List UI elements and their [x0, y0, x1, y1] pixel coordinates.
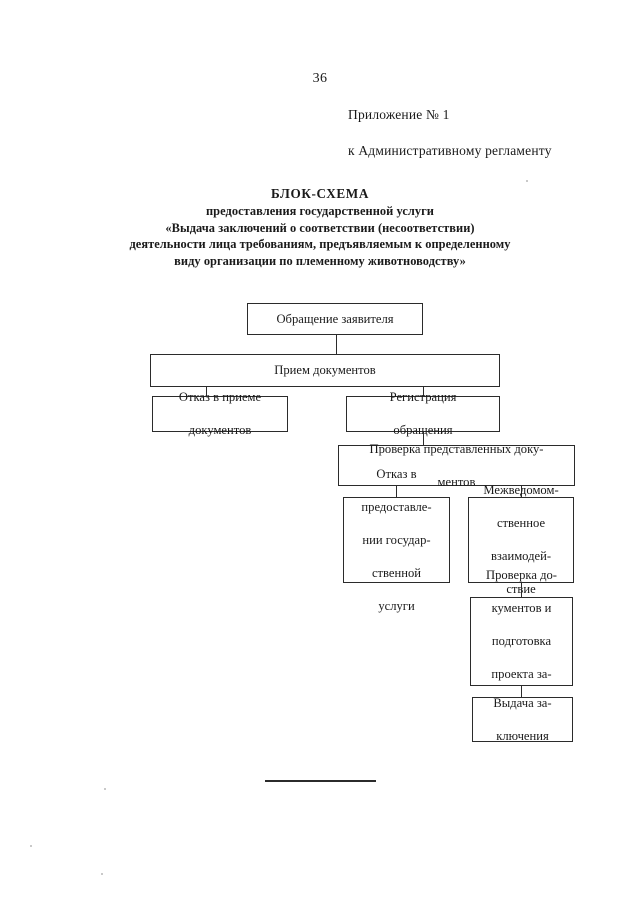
connector-n7-n8 — [521, 583, 522, 597]
scan-speckle — [526, 180, 528, 182]
scan-speckle — [101, 873, 103, 875]
page-number: 36 — [312, 71, 328, 86]
connector-n5-n7 — [521, 486, 522, 497]
flow-node-line: предоставле- — [361, 499, 432, 514]
flow-node-line: Проверка до- — [485, 568, 557, 583]
flow-node-label: Отказ в предоставле- нии государ- ственн… — [347, 466, 446, 615]
flow-node-line: Проверка представленных доку- — [369, 441, 544, 456]
flow-node-line: взаимодей- — [490, 549, 552, 564]
connector-n1-n2 — [336, 335, 337, 354]
flow-node-otkaz-v-prieme-dokumentov: Отказ в приеме документов — [152, 390, 288, 437]
bottom-separator-rule — [265, 780, 376, 782]
title-line-3: деятельности лица требованиям, предъявля… — [129, 237, 511, 252]
flow-node-line: ственной — [371, 565, 422, 580]
flow-node-proverka-dokumentov-i-podgotovka: Проверка до- кументов и подготовка проек… — [470, 568, 573, 714]
flow-node-line: Отказ в — [376, 466, 417, 481]
flow-node-mezhvedomstvennoe-vzaimodeystvie: Межведомом- ственное взаимодей- ствие — [468, 483, 574, 596]
flow-node-line: обращения — [393, 423, 453, 438]
flow-node-line: Межведомом- — [483, 483, 559, 498]
flow-node-label: Обращение заявителя — [276, 311, 394, 326]
title-line-4: виду организации по племенному животново… — [174, 254, 466, 269]
flow-node-line: ственное — [496, 516, 546, 531]
flow-node-proverka-predstavlennyh-dokumentov: Проверка представленных доку- ментов — [338, 442, 575, 489]
flow-node-line: услуги — [378, 598, 415, 613]
flow-node-line: проекта за- — [491, 667, 552, 682]
flow-node-label: Регистрация обращения — [350, 389, 496, 439]
page-title: БЛОК-СХЕМА предоставления государственно… — [0, 186, 640, 270]
appendix-regulation-line: к Административному регламенту — [348, 143, 552, 158]
scan-speckle — [104, 788, 106, 790]
connector-n4-n5 — [423, 432, 424, 445]
flow-node-line: подготовка — [491, 634, 552, 649]
title-line-1: предоставления государственной услуги — [205, 203, 434, 218]
flow-node-label: Прием документов — [274, 363, 376, 378]
connector-n8-n9 — [521, 686, 522, 697]
flow-node-priem-dokumentov: Прием документов — [150, 354, 500, 387]
flow-node-line: ключения — [496, 728, 549, 743]
flow-node-vydacha-zaklyucheniya: Выдача за- ключения — [472, 695, 573, 745]
flow-node-otkaz-v-predostavlenii-uslugi: Отказ в предоставле- нии государ- ственн… — [343, 467, 450, 613]
flow-node-line: документов — [188, 423, 252, 438]
flow-node-line: нии государ- — [362, 532, 431, 547]
flow-node-label: Отказ в приеме документов — [156, 389, 284, 439]
flow-node-line: Регистрация — [389, 390, 457, 405]
title-main: БЛОК-СХЕМА — [271, 186, 369, 201]
flow-node-label: Выдача за- ключения — [476, 695, 569, 745]
flow-node-line: Выдача за- — [493, 695, 552, 710]
flow-node-line: ментов — [437, 474, 476, 489]
flow-node-label: Проверка представленных доку- ментов — [342, 441, 571, 491]
connector-n2-n3 — [206, 387, 207, 397]
connector-n5-n6 — [396, 486, 397, 497]
flow-node-obrashchenie-zayavitelya: Обращение заявителя — [247, 303, 423, 335]
connector-n2-n4 — [423, 387, 424, 397]
appendix-number-line: Приложение № 1 — [348, 107, 450, 122]
scan-speckle — [30, 845, 32, 847]
flow-node-registraciya-obrashcheniya: Регистрация обращения — [346, 390, 500, 437]
flow-node-label: Межведомом- ственное взаимодей- ствие — [472, 482, 570, 598]
flow-node-line: кументов и — [491, 601, 552, 616]
flow-node-line: Отказ в приеме — [178, 390, 262, 405]
title-line-2: «Выдача заключений о соответствии (несоо… — [165, 220, 475, 235]
